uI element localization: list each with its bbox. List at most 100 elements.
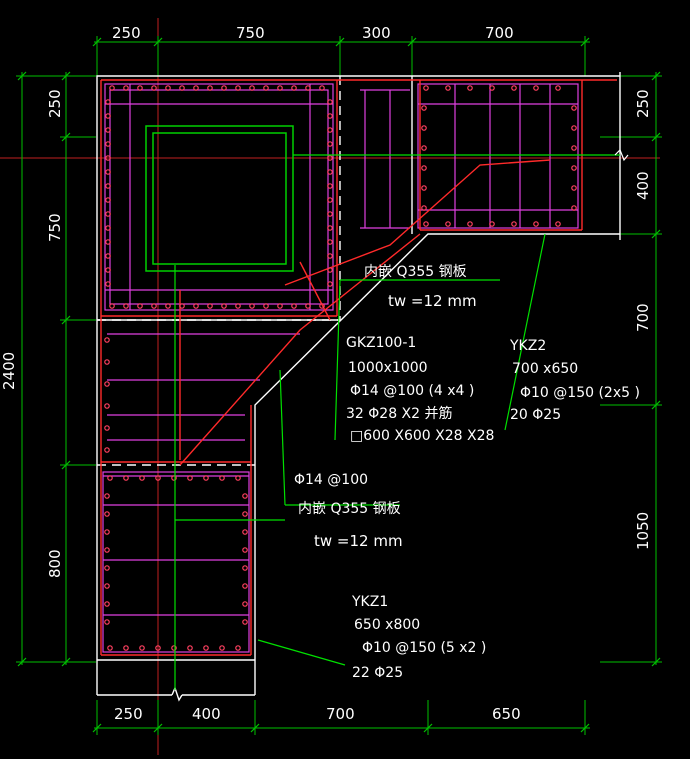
- rebar-dot: [193, 85, 199, 91]
- leader-lines: [174, 154, 620, 690]
- dimension-text: 250 750 300 700 250 400 700 650 2400 250…: [0, 24, 652, 723]
- rebar-dot: [249, 85, 255, 91]
- rebar-dot: [327, 211, 333, 217]
- rebar-dot: [571, 205, 577, 211]
- rebar-dot: [467, 85, 473, 91]
- rebar-dot: [137, 85, 143, 91]
- rebar-dot: [319, 85, 325, 91]
- rebar-dot: [207, 303, 213, 309]
- plate-top-thickness: tw =12 mm: [388, 292, 477, 310]
- rebar-dot: [242, 529, 248, 535]
- dim-right-4: 1050: [634, 512, 652, 550]
- rebar-dot: [171, 475, 177, 481]
- rebar-dot: [105, 183, 111, 189]
- rebar-dot: [187, 475, 193, 481]
- ykz1-main: 22 Φ25: [352, 665, 403, 681]
- rebar-dot: [489, 85, 495, 91]
- ykz1-name: YKZ1: [351, 594, 388, 610]
- rebar-dot: [423, 85, 429, 91]
- rebar-dot: [151, 85, 157, 91]
- rebar-dot: [193, 303, 199, 309]
- dim-bottom-2: 400: [192, 705, 221, 723]
- rebar-dot: [571, 185, 577, 191]
- rebar-dot: [242, 511, 248, 517]
- rebar-dot: [305, 303, 311, 309]
- rebar-dot: [105, 253, 111, 259]
- dimension-lines: [16, 36, 662, 735]
- ykz1-stirrup: Φ10 @150 (5 x2 ): [362, 640, 486, 656]
- rebar-dot: [327, 113, 333, 119]
- rebar-dot: [123, 475, 129, 481]
- rebar-dot: [327, 169, 333, 175]
- rebar-dot: [105, 267, 111, 273]
- rebar-dot: [207, 85, 213, 91]
- rebar-dot: [105, 211, 111, 217]
- rebar-dot: [105, 127, 111, 133]
- dimension-ticks: [17, 37, 661, 733]
- rebar-dot: [109, 303, 115, 309]
- rebar-dot: [123, 303, 129, 309]
- rebar-dot: [555, 221, 561, 227]
- gkz-size: 1000x1000: [348, 360, 428, 376]
- rebar-dot: [151, 303, 157, 309]
- rebar-dot: [511, 85, 517, 91]
- rebar-dot: [235, 475, 241, 481]
- rebar-dot: [123, 85, 129, 91]
- rebar-dot: [242, 619, 248, 625]
- rebar-dot: [421, 165, 427, 171]
- column-boundaries: [97, 76, 341, 466]
- gkz-steel: □600 X600 X28 X28: [350, 428, 494, 444]
- rebar-dot: [165, 85, 171, 91]
- rebar-dot: [105, 225, 111, 231]
- plate-mid-rebar: Φ14 @100: [294, 472, 368, 488]
- rebar-dot: [327, 197, 333, 203]
- rebar-dot: [105, 155, 111, 161]
- rebar-dot: [421, 185, 427, 191]
- rebar-dot: [221, 303, 227, 309]
- rebar-dot: [104, 447, 110, 453]
- ykz2-size: 700 x650: [512, 361, 578, 377]
- dim-left-total: 2400: [0, 352, 18, 390]
- rebar-dot: [235, 85, 241, 91]
- rebar-dot: [105, 113, 111, 119]
- rebar-dot: [242, 565, 248, 571]
- rebar-dot: [445, 221, 451, 227]
- rebar-dot: [242, 547, 248, 553]
- rebar-dot: [571, 165, 577, 171]
- rebar-dot: [104, 601, 110, 607]
- rebar-dot: [327, 155, 333, 161]
- rebar-dot: [235, 645, 241, 651]
- dim-left-1: 250: [46, 89, 64, 118]
- rebar-dot: [171, 645, 177, 651]
- rebar-dot: [105, 169, 111, 175]
- rebar-dot: [421, 205, 427, 211]
- plate-top-material: 内嵌 Q355 钢板: [364, 264, 467, 280]
- rebar-dot: [219, 475, 225, 481]
- rebar-dot: [104, 403, 110, 409]
- rebar-dot: [105, 99, 111, 105]
- rebar-dot: [445, 85, 451, 91]
- rebar-dot: [291, 85, 297, 91]
- break-mark: [614, 148, 629, 162]
- rebar-dot: [107, 475, 113, 481]
- dim-top-2: 750: [236, 24, 265, 42]
- rebar-dot: [327, 239, 333, 245]
- rebar-dot: [242, 601, 248, 607]
- gkz-main: 32 Φ28 X2 并筋: [346, 405, 453, 422]
- rebar-dot: [533, 221, 539, 227]
- rebar-dot: [327, 225, 333, 231]
- rebar-dot: [511, 221, 517, 227]
- ykz2-main: 20 Φ25: [510, 407, 561, 423]
- rebar-dot: [571, 105, 577, 111]
- dim-bottom-4: 650: [492, 705, 521, 723]
- dim-left-3: 800: [46, 549, 64, 578]
- rebar-dot: [277, 85, 283, 91]
- rebar-dot: [104, 511, 110, 517]
- dim-right-3: 700: [634, 303, 652, 332]
- rebar-dot: [421, 145, 427, 151]
- rebar-dot: [291, 303, 297, 309]
- rebar-dot: [263, 85, 269, 91]
- rebar-dot: [105, 141, 111, 147]
- ykz1-size: 650 x800: [354, 617, 420, 633]
